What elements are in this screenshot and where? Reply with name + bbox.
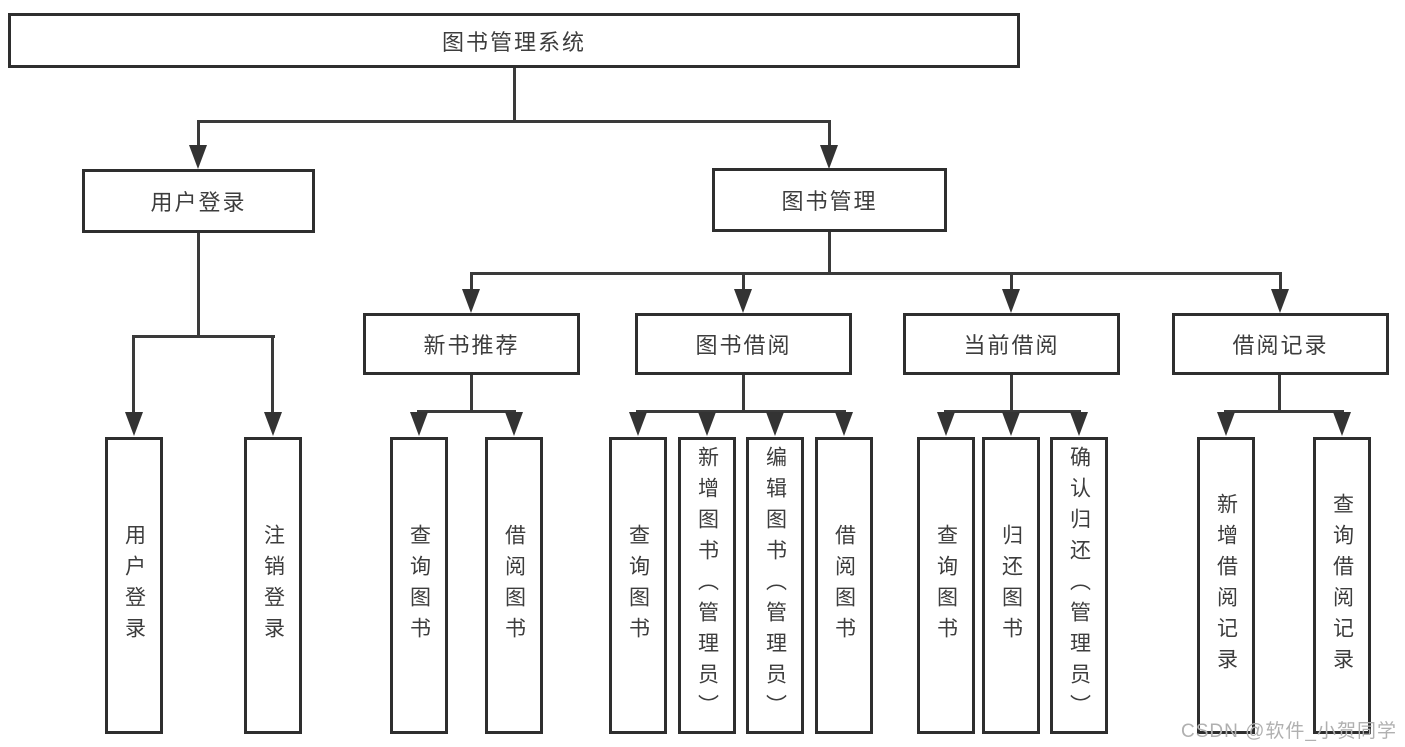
leaf-query-books-borrow-label: 查询图书 xyxy=(626,523,650,648)
leaf-borrow-books-label: 借阅图书 xyxy=(832,523,856,648)
leaf-borrow-books: 借阅图书 xyxy=(815,437,873,734)
leaf-confirm-return-admin: 确认归还（管理员） xyxy=(1050,437,1108,734)
connector-line xyxy=(828,120,831,147)
arrowhead-icon xyxy=(629,412,647,436)
leaf-add-borrow-record: 新增借阅记录 xyxy=(1197,437,1255,734)
arrowhead-icon xyxy=(462,289,480,313)
connector-line xyxy=(197,233,200,335)
leaf-logout-label: 注销登录 xyxy=(261,523,285,648)
connector-line xyxy=(417,410,516,413)
leaf-query-borrow-record: 查询借阅记录 xyxy=(1313,437,1371,734)
connector-line xyxy=(197,120,200,147)
connector-line xyxy=(513,68,516,120)
arrowhead-icon xyxy=(505,412,523,436)
node-current-borrow: 当前借阅 xyxy=(903,313,1120,375)
node-new-book-recommend: 新书推荐 xyxy=(363,313,580,375)
arrowhead-icon xyxy=(937,412,955,436)
leaf-query-books-current: 查询图书 xyxy=(917,437,975,734)
leaf-add-books-admin: 新增图书（管理员） xyxy=(678,437,736,734)
leaf-query-books-borrow: 查询图书 xyxy=(609,437,667,734)
arrowhead-icon xyxy=(734,289,752,313)
arrowhead-icon xyxy=(1217,412,1235,436)
node-book-management: 图书管理 xyxy=(712,168,947,232)
node-book-borrow-label: 图书借阅 xyxy=(695,333,792,358)
connector-line xyxy=(132,335,275,338)
connector-line xyxy=(470,375,473,410)
connector-line xyxy=(470,272,1282,275)
connector-line xyxy=(132,335,135,415)
node-new-book-recommend-label: 新书推荐 xyxy=(423,333,520,358)
csdn-watermark: CSDN @软件_小贺同学 xyxy=(1181,721,1397,742)
connector-line xyxy=(197,120,831,123)
leaf-query-books-current-label: 查询图书 xyxy=(934,523,958,648)
node-book-borrow: 图书借阅 xyxy=(635,313,852,375)
arrowhead-icon xyxy=(264,412,282,436)
arrowhead-icon xyxy=(1070,412,1088,436)
node-user-login: 用户登录 xyxy=(82,169,315,233)
arrowhead-icon xyxy=(820,145,838,169)
connector-line xyxy=(742,272,745,291)
node-current-borrow-label: 当前借阅 xyxy=(963,333,1060,358)
leaf-user-login-label: 用户登录 xyxy=(122,523,146,648)
leaf-return-books-label: 归还图书 xyxy=(999,523,1023,648)
leaf-add-books-admin-label: 新增图书（管理员） xyxy=(695,446,719,725)
connector-line xyxy=(1278,375,1281,410)
leaf-edit-books-admin: 编辑图书（管理员） xyxy=(746,437,804,734)
node-book-management-label: 图书管理 xyxy=(781,189,878,214)
node-root: 图书管理系统 xyxy=(8,13,1020,68)
leaf-add-borrow-record-label: 新增借阅记录 xyxy=(1214,492,1238,679)
node-root-label: 图书管理系统 xyxy=(441,29,586,55)
arrowhead-icon xyxy=(1002,289,1020,313)
arrowhead-icon xyxy=(189,145,207,169)
arrowhead-icon xyxy=(698,412,716,436)
connector-line xyxy=(271,335,274,415)
arrowhead-icon xyxy=(410,412,428,436)
connector-line xyxy=(1010,272,1013,291)
leaf-borrow-books-recommend: 借阅图书 xyxy=(485,437,543,734)
connector-line xyxy=(828,232,831,272)
arrowhead-icon xyxy=(1271,289,1289,313)
arrowhead-icon xyxy=(835,412,853,436)
arrowhead-icon xyxy=(125,412,143,436)
connector-line xyxy=(470,272,473,291)
connector-line xyxy=(1224,410,1344,413)
arrowhead-icon xyxy=(1002,412,1020,436)
leaf-logout: 注销登录 xyxy=(244,437,302,734)
arrowhead-icon xyxy=(766,412,784,436)
arrowhead-icon xyxy=(1333,412,1351,436)
leaf-user-login: 用户登录 xyxy=(105,437,163,734)
connector-line xyxy=(1279,272,1282,291)
connector-line xyxy=(742,375,745,410)
node-borrow-records-label: 借阅记录 xyxy=(1232,333,1329,358)
leaf-confirm-return-admin-label: 确认归还（管理员） xyxy=(1067,446,1091,725)
leaf-borrow-books-recommend-label: 借阅图书 xyxy=(502,523,526,648)
connector-line xyxy=(636,410,846,413)
node-borrow-records: 借阅记录 xyxy=(1172,313,1389,375)
connector-line xyxy=(944,410,1081,413)
leaf-query-books-recommend-label: 查询图书 xyxy=(407,523,431,648)
leaf-edit-books-admin-label: 编辑图书（管理员） xyxy=(763,446,787,725)
leaf-query-books-recommend: 查询图书 xyxy=(390,437,448,734)
leaf-query-borrow-record-label: 查询借阅记录 xyxy=(1330,492,1354,679)
connector-line xyxy=(1010,375,1013,410)
leaf-return-books: 归还图书 xyxy=(982,437,1040,734)
node-user-login-label: 用户登录 xyxy=(150,190,247,215)
